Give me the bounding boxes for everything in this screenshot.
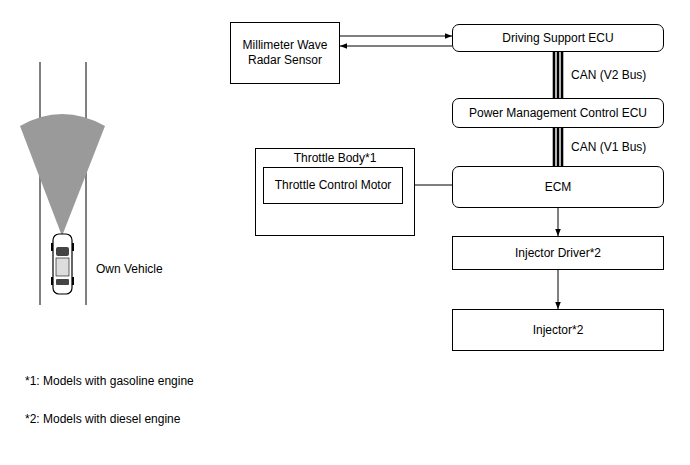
connector-stroke bbox=[557, 128, 560, 166]
bus-label: CAN (V1 Bus) bbox=[570, 140, 647, 154]
signal-arrow bbox=[340, 36, 452, 37]
ecu-box: Power Management Control ECU bbox=[452, 98, 664, 128]
connector-stroke bbox=[553, 128, 556, 166]
signal-arrow bbox=[340, 46, 452, 47]
can-bus-line bbox=[554, 128, 562, 166]
connector-stroke bbox=[558, 208, 559, 236]
driver-box: Injector Driver*2 bbox=[452, 236, 664, 270]
connector-stroke bbox=[340, 46, 452, 47]
box-label: Throttle Control Motor bbox=[275, 178, 392, 193]
bus-label: CAN (V2 Bus) bbox=[570, 68, 647, 82]
car-icon bbox=[51, 234, 74, 294]
connector-stroke bbox=[340, 36, 452, 37]
footnote: *1: Models with gasoline engine bbox=[24, 374, 195, 388]
road-line bbox=[86, 62, 87, 305]
signal-arrow bbox=[558, 270, 559, 309]
radar-beam bbox=[20, 114, 105, 236]
box-label: ECM bbox=[545, 180, 572, 195]
connector-stroke bbox=[561, 128, 564, 166]
road-line bbox=[40, 62, 41, 305]
connector-stroke bbox=[553, 52, 556, 98]
box-label: Injector*2 bbox=[533, 323, 584, 338]
injector-box: Injector*2 bbox=[452, 309, 664, 351]
box-label: Millimeter Wave Radar Sensor bbox=[237, 38, 333, 68]
connector-stroke bbox=[561, 52, 564, 98]
box-label: Power Management Control ECU bbox=[469, 106, 647, 121]
signal-arrow bbox=[558, 208, 559, 236]
ecm-box: ECM bbox=[452, 166, 664, 208]
connector-stroke bbox=[557, 52, 560, 98]
vehicle-label: Own Vehicle bbox=[95, 262, 164, 276]
motor-box: Throttle Control Motor bbox=[263, 167, 403, 204]
sensor-box: Millimeter Wave Radar Sensor bbox=[230, 22, 340, 84]
group-heading: Throttle Body*1 bbox=[256, 151, 414, 166]
box-label: Injector Driver*2 bbox=[515, 246, 601, 261]
throttle-body-box: Throttle Body*1Throttle Control Motor bbox=[255, 148, 415, 236]
box-label: Driving Support ECU bbox=[502, 31, 613, 46]
can-bus-line bbox=[554, 52, 562, 98]
footnote: *2: Models with diesel engine bbox=[24, 412, 181, 426]
ecu-box: Driving Support ECU bbox=[452, 24, 664, 52]
connector-stroke bbox=[558, 270, 559, 309]
